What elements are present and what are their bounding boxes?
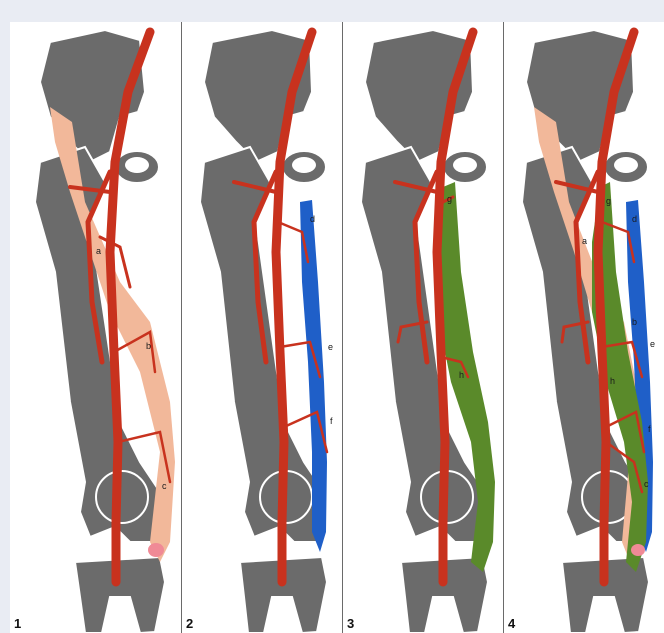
panel-1: a b c 1 xyxy=(10,22,170,633)
label-b: b xyxy=(632,317,637,327)
label-a: a xyxy=(582,236,587,246)
label-b: b xyxy=(146,341,151,351)
knee-marker xyxy=(148,543,164,557)
panel-3: g h 3 xyxy=(343,22,503,633)
label-d: d xyxy=(310,214,315,224)
panel-number: 1 xyxy=(14,616,21,631)
label-h: h xyxy=(610,376,615,386)
label-e: e xyxy=(328,342,333,352)
knee-marker xyxy=(631,544,645,556)
label-a: a xyxy=(96,246,101,256)
label-c: c xyxy=(644,479,649,489)
label-f: f xyxy=(330,416,333,426)
panel-2: d e f 2 xyxy=(182,22,342,633)
label-h: h xyxy=(459,370,464,380)
panel-1-illustration: a b c xyxy=(10,22,180,633)
label-g: g xyxy=(447,194,452,204)
anatomy-figure: a b c 1 xyxy=(10,22,664,633)
panel-number: 2 xyxy=(186,616,193,631)
label-g: g xyxy=(606,196,611,206)
panel-3-illustration: g h xyxy=(343,22,503,633)
panel-4: a b c d e f g h 4 xyxy=(504,22,664,633)
label-c: c xyxy=(162,481,167,491)
panel-number: 4 xyxy=(508,616,515,631)
panel-4-illustration: a b c d e f g h xyxy=(504,22,664,633)
label-e: e xyxy=(650,339,655,349)
panel-number: 3 xyxy=(347,616,354,631)
label-d: d xyxy=(632,214,637,224)
panel-2-illustration: d e f xyxy=(182,22,342,633)
